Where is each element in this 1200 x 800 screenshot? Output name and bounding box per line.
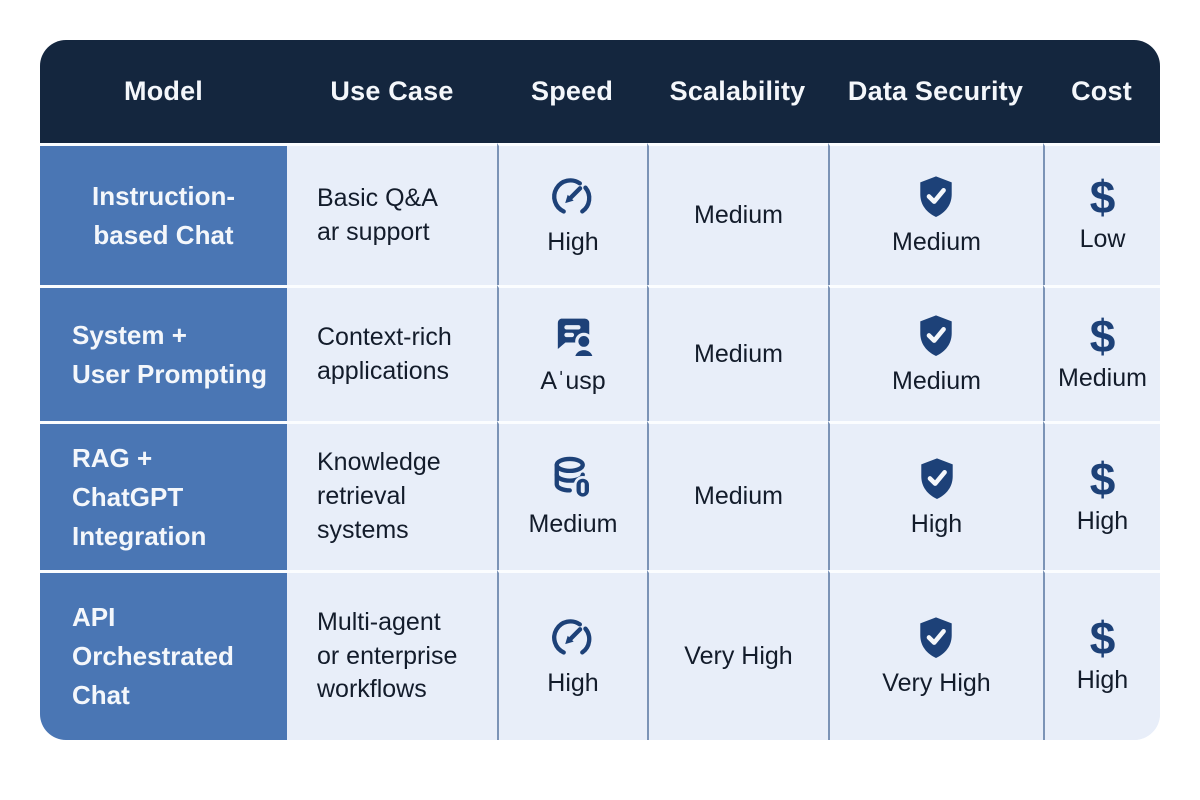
cost-cell: $ High <box>1043 570 1160 740</box>
model-cell: RAG + ChatGPT Integration <box>40 421 287 570</box>
data-security-cell: Medium <box>828 285 1043 421</box>
speed-cell: Medium <box>497 421 647 570</box>
speed-label: Aˈusp <box>540 367 606 396</box>
cost-label: Medium <box>1058 364 1147 393</box>
shield-check-icon <box>910 612 962 664</box>
cost-cell: $ Medium <box>1043 285 1160 421</box>
cost-label: Low <box>1079 225 1126 254</box>
column-header-speed: Speed <box>497 40 647 143</box>
speed-cell: Aˈusp <box>497 285 647 421</box>
column-header-data-security: Data Security <box>828 40 1043 143</box>
scalability-cell: Very High <box>647 570 828 740</box>
model-cell: System + User Prompting <box>40 285 287 421</box>
gauge-icon <box>547 612 599 664</box>
cost-cell: $ High <box>1043 421 1160 570</box>
data-security-label: Medium <box>892 228 981 257</box>
speed-label: High <box>547 669 599 698</box>
data-security-cell: High <box>828 421 1043 570</box>
gauge-icon <box>547 171 599 223</box>
column-header-cost: Cost <box>1043 40 1160 143</box>
use-case-cell: Knowledge retrieval systems <box>287 421 497 570</box>
data-security-cell: Very High <box>828 570 1043 740</box>
dollar-icon: $ <box>1089 612 1116 665</box>
speed-cell: High <box>497 570 647 740</box>
chat-user-icon <box>556 317 596 360</box>
dollar-icon: $ <box>1089 310 1116 363</box>
use-case-cell: Context-rich applications <box>287 285 497 421</box>
dollar-icon: $ <box>1089 171 1116 224</box>
use-case-cell: Basic Q&A ar support <box>287 143 497 285</box>
model-cell: API Orchestrated Chat <box>40 570 287 740</box>
scalability-cell: Medium <box>647 421 828 570</box>
speed-label: High <box>547 228 599 257</box>
column-header-model: Model <box>40 40 287 143</box>
data-security-label: Very High <box>882 669 991 698</box>
database-info-icon <box>547 453 599 505</box>
comparison-table: Model Use Case Speed Scalability Data Se… <box>40 40 1160 740</box>
shield-check-icon <box>910 171 962 223</box>
dollar-icon: $ <box>1089 452 1116 505</box>
scalability-cell: Medium <box>647 143 828 285</box>
scalability-cell: Medium <box>647 285 828 421</box>
column-header-scalability: Scalability <box>647 40 828 143</box>
speed-cell: High <box>497 143 647 285</box>
shield-check-icon <box>910 310 962 362</box>
cost-label: High <box>1076 506 1129 535</box>
cost-cell: $ Low <box>1043 143 1160 285</box>
model-cell: Instruction- based Chat <box>40 143 287 285</box>
speed-label: Medium <box>528 509 618 538</box>
data-security-cell: Medium <box>828 143 1043 285</box>
column-header-use-case: Use Case <box>287 40 497 143</box>
data-security-label: High <box>910 509 963 538</box>
use-case-cell: Multi-agent or enterprise workflows <box>287 570 497 740</box>
cost-label: High <box>1076 666 1129 695</box>
shield-check-icon <box>911 453 963 505</box>
data-security-label: Medium <box>892 367 981 396</box>
